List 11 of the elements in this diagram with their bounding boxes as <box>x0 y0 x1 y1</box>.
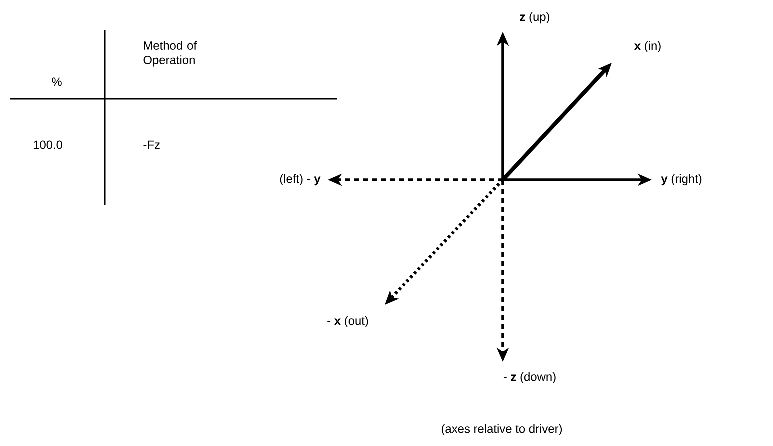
axis-label: z (up) <box>520 12 550 24</box>
axis-label: y (right) <box>661 174 702 186</box>
axis-label: x (in) <box>634 41 661 53</box>
axis-label: - z (down) <box>504 372 556 384</box>
table-cell: -Fz <box>144 140 160 150</box>
column-header: % <box>52 78 62 86</box>
axis-label: (left) - y <box>280 174 321 186</box>
table-cell: 100.0 <box>34 140 62 150</box>
caption: (axes relative to driver) <box>442 424 562 436</box>
column-header: Method of Operation <box>144 41 198 67</box>
axis-label: - x (out) <box>328 316 368 328</box>
